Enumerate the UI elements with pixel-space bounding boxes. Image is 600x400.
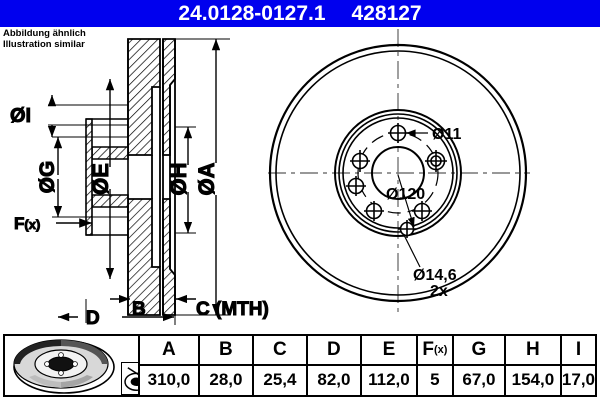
value-a: 310,0	[140, 365, 200, 395]
brake-disc-photo	[13, 339, 115, 394]
label-dia-146-qty: 2x	[430, 283, 448, 300]
outer-disc-edge	[268, 43, 528, 303]
label-fx: F(x)	[14, 214, 40, 233]
col-header-b: B	[200, 336, 254, 364]
value-b: 28,0	[200, 365, 254, 395]
bolt-hole	[350, 150, 370, 172]
col-header-e: E	[362, 336, 418, 364]
label-d: D	[86, 308, 100, 327]
callout-dia-146	[403, 234, 421, 268]
article-number: 428127	[351, 2, 422, 25]
threaded-hole	[398, 220, 416, 238]
bolt-hole	[364, 201, 384, 221]
specification-table: A B C D E F(x) G H I 310,0 28,0 25,4 82,…	[3, 334, 597, 397]
hat-ring-inner	[342, 117, 454, 229]
friction-outer-ring	[275, 50, 521, 296]
part-number: 24.0128-0127.1	[178, 2, 326, 25]
col-header-fx: F(x)	[418, 336, 454, 364]
label-dia-146: Ø14,6	[413, 267, 457, 284]
centerlines	[268, 29, 530, 317]
center-bore	[371, 146, 425, 200]
dim-dia-g	[52, 136, 128, 218]
label-dia-i: ØI	[10, 105, 31, 127]
dim-dia-i	[47, 95, 128, 137]
label-dia-e: ØE	[88, 163, 113, 195]
dim-dia-h	[175, 126, 196, 234]
caliper-measure-icon	[121, 362, 138, 395]
callout-dia-120	[397, 174, 415, 228]
bolt-hole	[425, 150, 447, 172]
hat-ring-mid	[338, 113, 458, 233]
col-header-a: A	[140, 336, 200, 364]
header-banner: 24.0128-0127.1 428127	[0, 0, 600, 27]
label-dia-h: ØH	[166, 163, 191, 196]
product-image-cell	[5, 336, 140, 395]
label-dia-g: ØG	[36, 161, 59, 194]
value-d: 82,0	[308, 365, 362, 395]
section-friction-ring	[151, 39, 176, 315]
fx-sub: (x)	[433, 343, 448, 356]
value-i: 17,0	[561, 370, 595, 390]
col-header-g: G	[454, 336, 506, 364]
dim-d	[58, 299, 176, 325]
label-b: B	[132, 299, 146, 320]
label-dia-a: ØA	[194, 162, 219, 195]
col-header-h: H	[506, 336, 562, 364]
label-dia-11: Ø11	[432, 126, 461, 143]
col-header-d: D	[308, 336, 362, 364]
col-header-c: C	[254, 336, 308, 364]
value-e: 112,0	[362, 365, 418, 395]
dim-c	[174, 279, 196, 309]
front-view-disc: Ø11 Ø120 Ø14,6 2x	[268, 29, 530, 317]
dim-b	[110, 287, 164, 309]
threaded-hole	[346, 176, 366, 196]
note-line-de: Abbildung ähnlich	[3, 28, 86, 39]
col-header-i: I	[575, 338, 582, 360]
value-g: 67,0	[454, 365, 506, 395]
table-value-row: 310,0 28,0 25,4 82,0 112,0 5 67,0 154,0 …	[140, 365, 595, 395]
note-line-en: Illustration similar	[3, 39, 85, 50]
label-c: C (MTH)	[196, 299, 269, 320]
table-header-row: A B C D E F(x) G H I	[139, 336, 595, 366]
illustration-similar-note: Abbildung ähnlich Illustration similar	[3, 28, 86, 50]
bolt-holes	[346, 123, 447, 238]
dim-dia-e	[92, 79, 128, 279]
value-fx: 5	[418, 365, 454, 395]
hat-ring-outer	[334, 109, 462, 237]
value-h: 154,0	[506, 365, 562, 395]
bolt-hole	[388, 123, 408, 143]
label-dia-120: Ø120	[386, 186, 425, 203]
bolt-hole	[412, 201, 432, 221]
fx-main: F	[422, 338, 434, 360]
technical-drawing-area: ØI ØG ØE	[0, 27, 600, 327]
value-c: 25,4	[254, 365, 308, 395]
dimension-annotations: ØI ØG ØE	[10, 38, 269, 327]
table-columns: A B C D E F(x) G H I 310,0 28,0 25,4 82,…	[139, 336, 595, 395]
